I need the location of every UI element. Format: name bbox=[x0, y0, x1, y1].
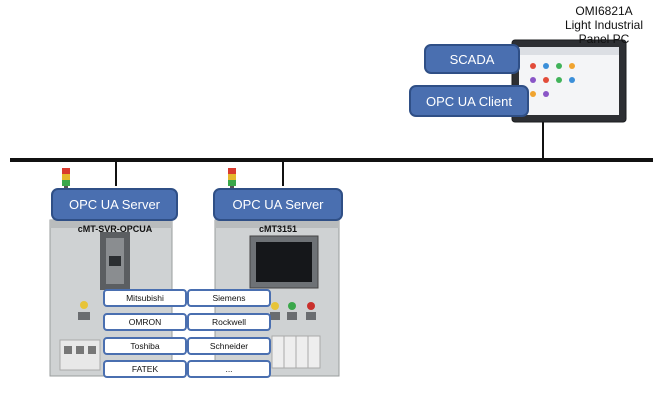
panel-pc-desc-line2: Panel PC bbox=[578, 32, 630, 46]
opcua-client-box: OPC UA Client bbox=[409, 85, 529, 117]
brand-mitsubishi: Mitsubishi bbox=[103, 289, 187, 307]
opcua-server-box-1: OPC UA Server bbox=[51, 188, 178, 221]
server2-drop bbox=[282, 160, 284, 186]
panel-pc-name: OMI6821A bbox=[575, 4, 633, 18]
network-bus bbox=[10, 158, 653, 162]
brand-more: ... bbox=[187, 360, 271, 378]
server1-drop bbox=[115, 160, 117, 186]
panel-pc-image bbox=[511, 39, 627, 123]
brand-omron: OMRON bbox=[103, 313, 187, 331]
brand-rockwell: Rockwell bbox=[187, 313, 271, 331]
brand-fatek: FATEK bbox=[103, 360, 187, 378]
scada-box: SCADA bbox=[424, 44, 520, 74]
brand-siemens: Siemens bbox=[187, 289, 271, 307]
panel-pc-title: OMI6821A Light Industrial Panel PC bbox=[548, 4, 660, 46]
panel-pc-drop bbox=[542, 118, 544, 160]
brand-schneider: Schneider bbox=[187, 337, 271, 355]
panel-pc-desc-line1: Light Industrial bbox=[564, 18, 644, 32]
cabinet-label-1: cMT-SVR-OPCUA bbox=[77, 224, 153, 234]
opcua-server-box-2: OPC UA Server bbox=[213, 188, 343, 221]
cabinet-label-2: cMT3151 bbox=[258, 224, 298, 234]
brand-toshiba: Toshiba bbox=[103, 337, 187, 355]
